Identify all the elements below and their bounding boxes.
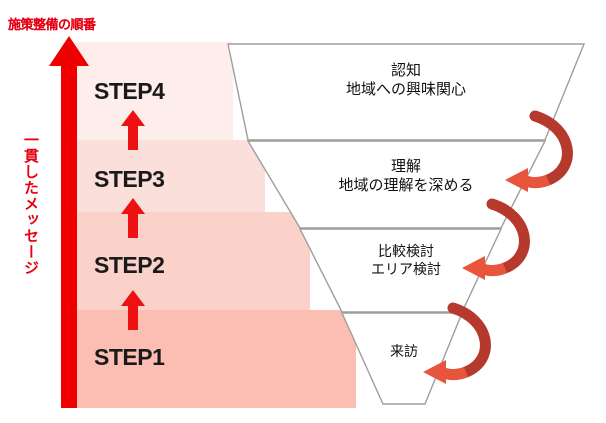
funnel-stage-3-line2: エリア検討	[371, 260, 441, 277]
axis-title: 施策整備の順番	[8, 17, 96, 32]
axis-title-halo: 施策整備の順番	[7, 16, 97, 34]
step-up-arrow-2-to-3-icon	[121, 198, 145, 238]
funnel-stage-4-line1: 来訪	[390, 343, 418, 359]
band-step1	[68, 310, 356, 408]
funnel-stage-4-text: 来訪	[348, 343, 460, 361]
funnel-stage-2-text: 理解 地域の理解を深める	[316, 158, 496, 196]
step-label-4: STEP4	[94, 78, 165, 104]
band-step3	[68, 140, 265, 212]
funnel-stage-2-line2: 地域の理解を深める	[338, 176, 474, 194]
funnel-stage-3-text: 比較検討 エリア検討	[330, 243, 482, 278]
upward-axis-arrow-icon	[49, 36, 89, 408]
step-up-arrow-3-to-4-icon	[121, 110, 145, 150]
loop-arrow-1	[505, 110, 573, 192]
step-label-2: STEP2	[94, 252, 165, 278]
funnel-stage-2-line1: 理解	[390, 158, 421, 175]
band-step4	[68, 42, 233, 140]
axis-vertical-label: 一貫したメッセージ	[22, 132, 39, 276]
step-label-3: STEP3	[94, 166, 165, 192]
step-label-1: STEP1	[94, 344, 165, 370]
funnel-stage-3-line1: 比較検討	[378, 243, 434, 259]
funnel-stage-1-line1: 認知	[390, 62, 421, 79]
step-up-arrow-1-to-2-icon	[121, 290, 145, 330]
funnel-stage-1-line2: 地域への興味関心	[345, 80, 466, 98]
funnel-stage-1-text: 認知 地域への興味関心	[306, 62, 506, 100]
